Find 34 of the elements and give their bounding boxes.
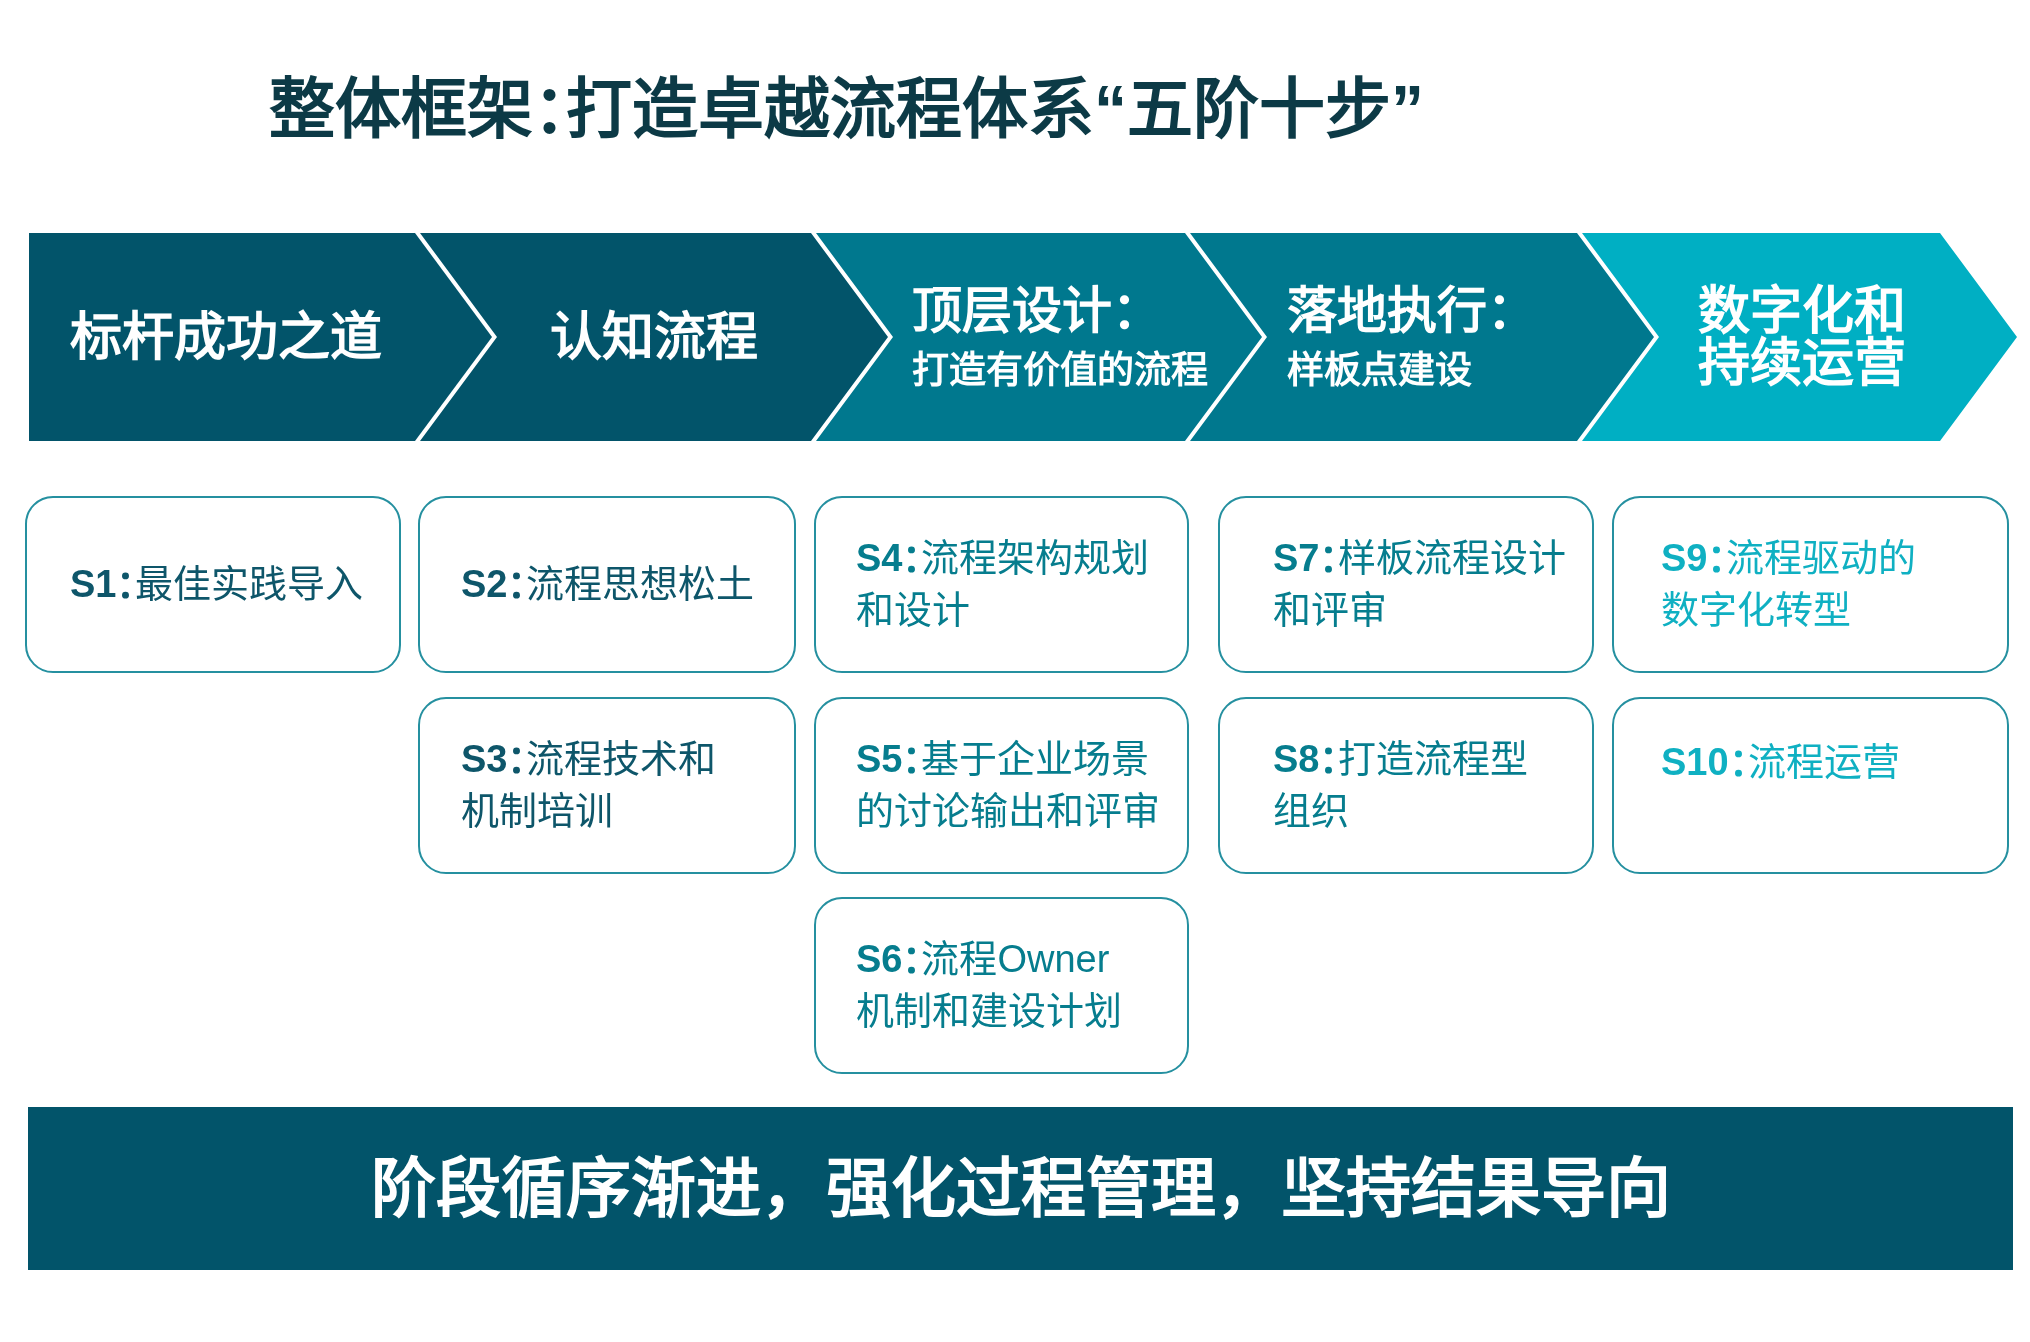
step-card: [418, 697, 796, 874]
stage-title: 顶层设计：: [912, 281, 1162, 341]
stage-banner: [29, 233, 492, 441]
stage-title: 落地执行：: [1287, 281, 1537, 341]
step-text: S8：打造流程型组织: [1273, 737, 1530, 834]
step-card: [25, 496, 401, 673]
step-text: S6：流程Owner机制和建设计划: [856, 937, 1123, 1034]
step-text: S3：流程技术和机制培训: [461, 737, 718, 834]
step-card: [814, 697, 1189, 874]
step-card: [1218, 697, 1594, 874]
step-text: S1：最佳实践导入: [70, 561, 364, 607]
step-card: [418, 496, 796, 673]
stage-title: 数字化和持续运营: [1697, 285, 1907, 389]
step-text: S4：流程架构规划和设计: [856, 536, 1151, 633]
step-card: [1612, 697, 2009, 874]
stage-banner: [420, 233, 888, 441]
step-text: S9：流程驱动的数字化转型: [1661, 536, 1918, 633]
banner-text: 阶段循序渐进，强化过程管理，坚持结果导向: [370, 1150, 1671, 1227]
stage-subtitle: 打造有价值的流程: [912, 348, 1208, 393]
title: 整体框架：打造卓越流程体系“五阶十步”: [269, 71, 1424, 148]
step-card: [814, 496, 1189, 673]
step-text: S10：流程运营: [1661, 740, 1900, 785]
banner: [28, 1107, 2013, 1270]
step-card: [1218, 496, 1594, 673]
stage-title: 认知流程: [550, 306, 758, 368]
stage-subtitle: 样板点建设: [1287, 348, 1472, 393]
step-card: [1612, 496, 2009, 673]
stage-banner: [816, 233, 1262, 441]
step-text: S5：基于企业场景的讨论输出和评审: [856, 737, 1161, 834]
step-text: S2：流程思想松土: [461, 561, 755, 607]
stage-title: 标杆成功之道: [70, 306, 382, 368]
step-text: S7：样板流程设计和评审: [1273, 536, 1568, 633]
step-card: [814, 897, 1189, 1074]
stage-banner: [1582, 233, 2017, 441]
